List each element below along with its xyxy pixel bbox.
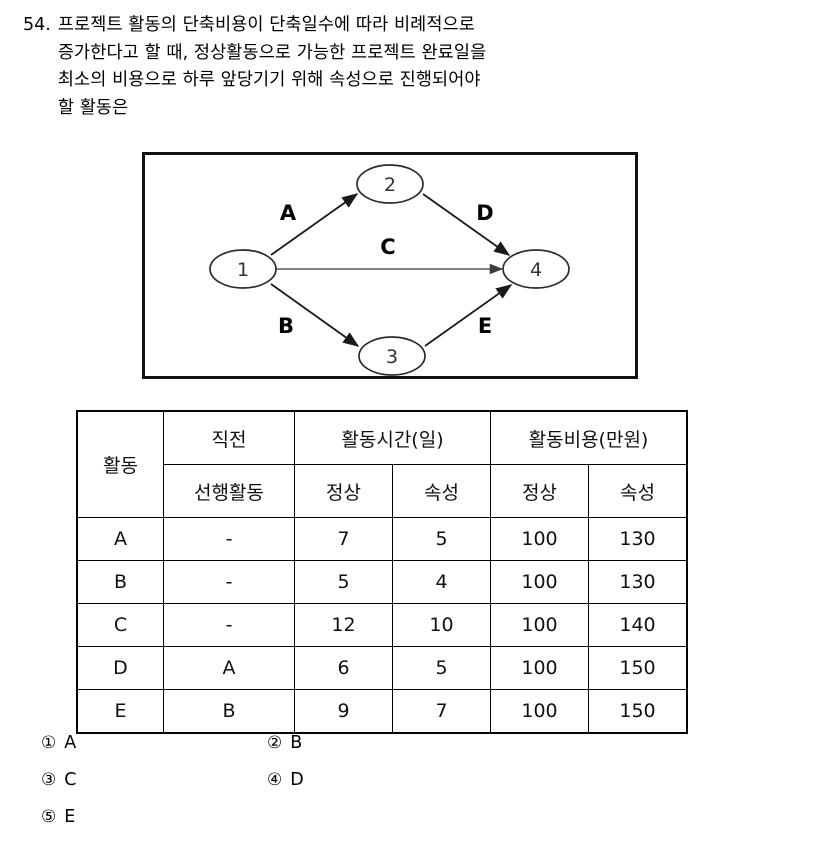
question-line-2: 증가한다고 할 때, 정상활동으로 가능한 프로젝트 완료일을: [57, 42, 487, 63]
cell-cost-normal: 100: [490, 689, 589, 733]
choice-text-5: E: [64, 807, 76, 827]
cell-duration-normal: 7: [294, 517, 393, 561]
table-row: E B 9 7 100 150: [77, 689, 687, 733]
choice-row-3: ⑤ E: [41, 807, 741, 827]
table-row: A - 7 5 100 130: [77, 517, 687, 561]
table-row: B - 5 4 100 130: [77, 560, 687, 604]
cell-predecessor: -: [163, 560, 295, 604]
cell-cost-crash: 130: [588, 560, 687, 604]
cell-cost-normal: 100: [490, 517, 589, 561]
node-2-label: 2: [384, 174, 396, 196]
node-3-label: 3: [386, 346, 398, 368]
choice-marker-2: ②: [267, 733, 283, 753]
th-predecessor-line1: 직전: [163, 411, 295, 465]
cell-cost-crash: 130: [588, 517, 687, 561]
choice-text-1: A: [64, 733, 77, 753]
choice-marker-1: ①: [41, 733, 57, 753]
question-row: 54. 프로젝트 활동의 단축비용이 단축일수에 따라 비례적으로 증가한다고 …: [23, 12, 723, 122]
table-header-row-2: 선행활동 정상 속성 정상 속성: [78, 464, 687, 518]
table-row: D A 6 5 100 150: [77, 646, 687, 690]
cell-duration-normal: 5: [294, 560, 393, 604]
edge-A-label: A: [280, 201, 297, 225]
network-diagram-svg: 1 2 3 4 A B C D E: [209, 164, 570, 376]
activity-data-table: 활동 직전 활동시간(일) 활동비용(만원) 선행활동 정상 속성 정상 속성 …: [76, 410, 688, 734]
cell-activity: B: [77, 560, 164, 604]
cell-duration-crash: 5: [392, 646, 491, 690]
node-4-label: 4: [530, 259, 542, 281]
node-4: [502, 249, 570, 289]
edge-B-line: [270, 283, 360, 347]
choice-marker-3: ③: [41, 770, 57, 790]
choice-row-1: ① A ② B: [41, 733, 741, 753]
th-activity: 활동: [77, 411, 164, 518]
choice-option-2[interactable]: ② B: [267, 733, 302, 753]
choice-option-5[interactable]: ⑤ E: [41, 807, 267, 827]
th-duration-group: 활동시간(일): [294, 411, 491, 465]
cell-predecessor: -: [163, 603, 295, 647]
cell-duration-normal: 12: [294, 603, 393, 647]
cell-duration-crash: 7: [392, 689, 491, 733]
choice-option-3[interactable]: ③ C: [41, 770, 267, 790]
cell-duration-crash: 5: [392, 517, 491, 561]
choice-text-3: C: [64, 770, 77, 790]
table-header-row-1: 활동 직전 활동시간(일) 활동비용(만원): [77, 411, 687, 518]
table-head: 활동 직전 활동시간(일) 활동비용(만원) 선행활동 정상 속성 정상 속성: [77, 411, 687, 518]
cell-activity: D: [77, 646, 164, 690]
th-cost-group: 활동비용(만원): [490, 411, 687, 465]
choice-marker-5: ⑤: [41, 807, 57, 827]
edge-A-line: [270, 193, 359, 256]
cell-duration-normal: 9: [294, 689, 393, 733]
cell-predecessor: -: [163, 517, 295, 561]
choice-row-2: ③ C ④ D: [41, 770, 741, 790]
edge-D-label: D: [476, 201, 493, 225]
question-line-1: 프로젝트 활동의 단축비용이 단축일수에 따라 비례적으로: [57, 15, 475, 35]
th-cost-normal: 정상: [490, 464, 589, 518]
edge-D-line: [422, 193, 511, 256]
edge-B-label: B: [278, 314, 294, 338]
answer-choices: ① A ② B ③ C ④ D ⑤ E: [41, 733, 741, 844]
cell-duration-normal: 6: [294, 646, 393, 690]
th-duration-crash: 속성: [392, 464, 491, 518]
cell-cost-normal: 100: [490, 560, 589, 604]
choice-option-1[interactable]: ① A: [41, 733, 267, 753]
network-diagram: 1 2 3 4 A B C D E: [142, 152, 638, 379]
edge-E-line: [424, 284, 513, 347]
cell-duration-crash: 10: [392, 603, 491, 647]
table-row: C - 12 10 100 140: [77, 603, 687, 647]
cell-cost-crash: 150: [588, 689, 687, 733]
node-1-label: 1: [237, 259, 249, 281]
edge-C-label: C: [380, 235, 395, 259]
choice-marker-4: ④: [267, 770, 283, 790]
node-1: [209, 249, 277, 289]
cell-cost-crash: 140: [588, 603, 687, 647]
question-line-3: 최소의 비용으로 하루 앞당기기 위해 속성으로 진행되어야: [57, 70, 481, 90]
cell-activity: E: [77, 689, 164, 733]
edge-E-label: E: [478, 314, 492, 338]
node-3: [358, 336, 426, 376]
choice-text-2: B: [290, 733, 303, 753]
cell-predecessor: A: [163, 646, 295, 690]
question-line-4: 할 활동은: [57, 97, 129, 118]
th-cost-crash: 속성: [588, 464, 687, 518]
cell-activity: A: [77, 517, 164, 561]
cell-cost-crash: 150: [588, 646, 687, 690]
table-body: A - 7 5 100 130 B - 5 4 100 130 C - 12 1…: [77, 517, 687, 733]
question-number: 54.: [23, 15, 51, 35]
question-block: 54. 프로젝트 활동의 단축비용이 단축일수에 따라 비례적으로 증가한다고 …: [23, 12, 723, 122]
cell-cost-normal: 100: [490, 603, 589, 647]
choice-option-4[interactable]: ④ D: [267, 770, 304, 790]
choice-text-4: D: [290, 770, 304, 790]
cell-predecessor: B: [163, 689, 295, 733]
cell-duration-crash: 4: [392, 560, 491, 604]
cell-cost-normal: 100: [490, 646, 589, 690]
question-text: 프로젝트 활동의 단축비용이 단축일수에 따라 비례적으로 증가한다고 할 때,…: [58, 12, 723, 122]
th-duration-normal: 정상: [294, 464, 393, 518]
th-predecessor-line2: 선행활동: [163, 464, 295, 518]
node-2: [356, 164, 424, 204]
cell-activity: C: [77, 603, 164, 647]
